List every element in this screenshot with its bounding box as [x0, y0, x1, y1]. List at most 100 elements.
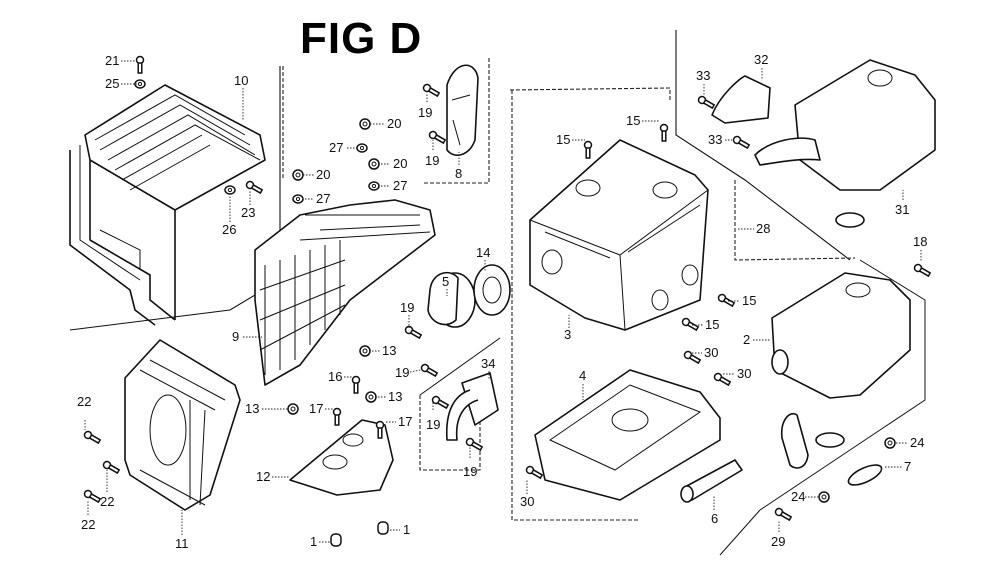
bolt-icon: [465, 437, 484, 452]
callout-27[interactable]: 27: [393, 178, 407, 193]
part-3-muffler-cover[interactable]: [529, 139, 709, 331]
bolt-icon: [422, 83, 441, 98]
callout-22[interactable]: 22: [100, 494, 114, 509]
callout-30[interactable]: 30: [704, 345, 718, 360]
callout-26[interactable]: 26: [222, 222, 236, 237]
callout-19[interactable]: 19: [418, 105, 432, 120]
callout-19[interactable]: 19: [463, 464, 477, 479]
callout-13[interactable]: 13: [245, 401, 259, 416]
callout-20[interactable]: 20: [393, 156, 407, 171]
callout-1[interactable]: 1: [310, 534, 317, 549]
callout-31[interactable]: 31: [895, 202, 909, 217]
part-10-wire-guard[interactable]: [69, 84, 266, 326]
nut-icon: [292, 169, 304, 181]
part-6-spark-arrester[interactable]: [680, 459, 743, 503]
part-31-muffler[interactable]: [754, 59, 936, 228]
part-14-gasket[interactable]: [473, 264, 511, 316]
nut-icon: [365, 391, 377, 403]
callout-9[interactable]: 9: [232, 329, 239, 344]
callout-7[interactable]: 7: [904, 459, 911, 474]
callout-24[interactable]: 24: [910, 435, 924, 450]
part-7-gasket[interactable]: [846, 461, 885, 489]
callout-19[interactable]: 19: [400, 300, 414, 315]
callout-2[interactable]: 2: [743, 332, 750, 347]
washer-icon: [292, 194, 304, 204]
part-8-cover[interactable]: [446, 64, 479, 156]
bolt-icon: [351, 375, 361, 394]
callout-17[interactable]: 17: [309, 401, 323, 416]
part-2-muffler[interactable]: [771, 272, 911, 469]
bolt-icon: [245, 180, 264, 195]
bolt-icon: [404, 325, 423, 340]
callout-30[interactable]: 30: [737, 366, 751, 381]
part-12-mounting-plate[interactable]: [289, 419, 394, 496]
callout-15[interactable]: 15: [626, 113, 640, 128]
bolt-icon: [732, 135, 751, 150]
boundary-gasket: [719, 509, 761, 556]
washer-icon: [368, 181, 380, 191]
foot-icon: [330, 533, 342, 547]
callout-13[interactable]: 13: [388, 389, 402, 404]
callout-5[interactable]: 5: [442, 274, 449, 289]
callout-30[interactable]: 30: [520, 494, 534, 509]
part-32-deflector[interactable]: [711, 75, 771, 124]
boundary-elbow-divider: [419, 337, 501, 396]
callout-10[interactable]: 10: [234, 73, 248, 88]
callouts: 21 25 10 23 26 20 27 20 27 20 27 19 19 8…: [77, 52, 927, 551]
callout-25[interactable]: 25: [105, 76, 119, 91]
callout-12[interactable]: 12: [256, 469, 270, 484]
bolt-icon: [583, 140, 593, 159]
callout-15[interactable]: 15: [556, 132, 570, 147]
callout-33[interactable]: 33: [708, 132, 722, 147]
callout-14[interactable]: 14: [476, 245, 490, 260]
callout-15[interactable]: 15: [742, 293, 756, 308]
bolt-icon: [774, 507, 793, 522]
callout-32[interactable]: 32: [754, 52, 768, 67]
hardware: [83, 55, 932, 547]
nut-icon: [368, 158, 380, 170]
bolt-icon: [83, 430, 102, 445]
part-5-end-cap[interactable]: [427, 271, 476, 328]
boundary-muffler-3-left: [511, 90, 640, 521]
callout-22[interactable]: 22: [81, 517, 95, 532]
bolt-icon: [683, 350, 702, 365]
part-11-bracket[interactable]: [124, 339, 241, 511]
part-4-base-protector[interactable]: [534, 369, 721, 501]
callout-27[interactable]: 27: [329, 140, 343, 155]
callout-16[interactable]: 16: [328, 369, 342, 384]
boundary-group-2: [759, 259, 926, 511]
callout-33[interactable]: 33: [696, 68, 710, 83]
callout-24[interactable]: 24: [791, 489, 805, 504]
callout-29[interactable]: 29: [771, 534, 785, 549]
callout-27[interactable]: 27: [316, 191, 330, 206]
callout-4[interactable]: 4: [579, 368, 586, 383]
callout-11[interactable]: 11: [175, 536, 189, 551]
callout-6[interactable]: 6: [711, 511, 718, 526]
callout-18[interactable]: 18: [913, 234, 927, 249]
callout-1[interactable]: 1: [403, 522, 410, 537]
callout-21[interactable]: 21: [105, 53, 119, 68]
callout-20[interactable]: 20: [387, 116, 401, 131]
foot-icon: [377, 521, 389, 535]
callout-17[interactable]: 17: [398, 414, 412, 429]
callout-34[interactable]: 34: [481, 356, 495, 371]
bolt-icon: [659, 123, 669, 142]
callout-20[interactable]: 20: [316, 167, 330, 182]
callout-13[interactable]: 13: [382, 343, 396, 358]
bolt-icon: [428, 130, 447, 145]
callout-3[interactable]: 3: [564, 327, 571, 342]
bolt-icon: [431, 395, 450, 410]
callout-23[interactable]: 23: [241, 205, 255, 220]
callout-22[interactable]: 22: [77, 394, 91, 409]
callout-8[interactable]: 8: [455, 166, 462, 181]
callout-19[interactable]: 19: [425, 153, 439, 168]
callout-28[interactable]: 28: [756, 221, 770, 236]
washer-icon: [356, 143, 368, 153]
part-34-exhaust-elbow[interactable]: [445, 372, 499, 441]
callout-19[interactable]: 19: [426, 417, 440, 432]
callout-19[interactable]: 19: [395, 365, 409, 380]
part-9-frame[interactable]: [254, 199, 436, 386]
callout-15[interactable]: 15: [705, 317, 719, 332]
boundary-group-28-outer: [675, 30, 851, 261]
